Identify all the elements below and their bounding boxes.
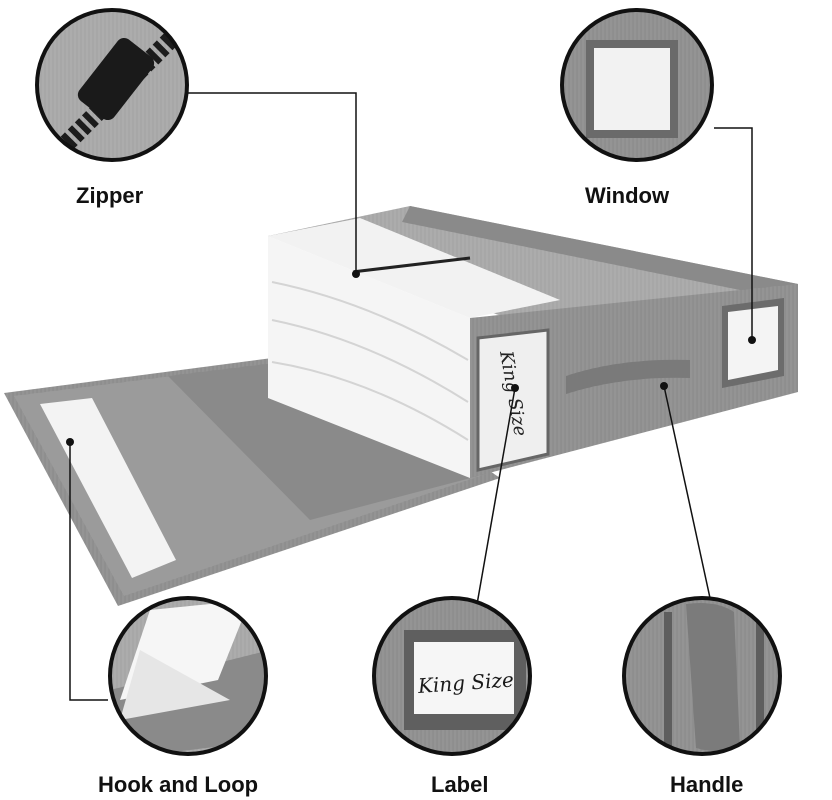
hook-and-loop-caption: Hook and Loop [98,772,259,797]
zipper-seam [351,256,471,274]
window-pane-icon [594,48,670,130]
label-caption: Label [431,772,489,797]
handle-strap-icon [686,603,740,751]
leader-lines [69,92,753,701]
window-detail-circle [560,8,714,162]
label-detail-circle: King Size [372,596,532,756]
zipper-detail-circle [35,8,189,162]
zipper-caption: Zipper [76,183,144,208]
hook-and-loop-detail-circle [108,596,268,756]
handle-caption: Handle [670,772,744,797]
storage-box: King Size [268,206,798,478]
window-caption: Window [585,183,670,208]
side-handle [566,359,690,394]
hook-and-loop-strip [40,398,176,578]
leader-dots [66,270,756,446]
zipper-pull-icon [77,37,155,121]
handle-detail-circle [622,596,782,756]
